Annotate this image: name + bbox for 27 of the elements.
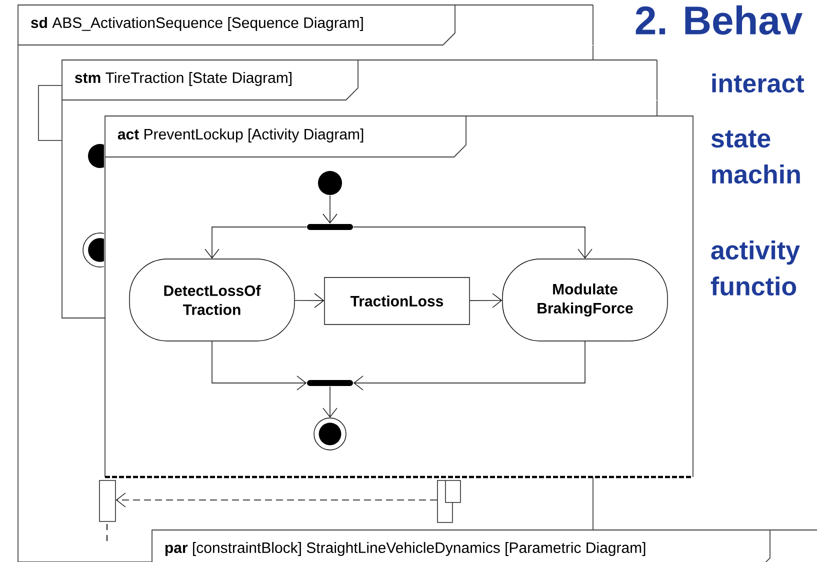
arrow <box>353 226 592 259</box>
arrow <box>322 386 338 418</box>
action-node: DetectLossOf Traction <box>129 258 295 342</box>
bullet-text: interact <box>712 73 804 93</box>
arrow <box>212 341 307 390</box>
arrow <box>353 341 586 390</box>
node-label: stm TireTraction [State Diagram] <box>74 72 292 86</box>
bullet-text: activity functio <box>710 240 800 296</box>
arrow <box>322 195 338 224</box>
diagram-frame: stm TireTraction [State Diagram] <box>62 60 658 100</box>
final-node <box>314 418 346 450</box>
arrow <box>470 293 502 308</box>
state-box <box>38 85 63 141</box>
initial-node <box>88 144 104 168</box>
heading: 2. Behav <box>636 5 802 35</box>
arrow <box>204 226 307 259</box>
fork-bar <box>307 224 353 230</box>
diagram-frame: par [constraintBlock] StraightLineVehicleDynamics [Parametric Diagram] <box>152 530 817 562</box>
activation-bar <box>445 480 461 503</box>
arrow <box>294 293 324 308</box>
initial-node <box>318 171 342 195</box>
object-node: TractionLoss <box>324 277 470 325</box>
message-arrow <box>116 492 438 508</box>
activation-bar <box>99 480 116 522</box>
bullet-text: state machin <box>711 130 800 184</box>
action-node: Modulate BrakingForce <box>502 258 668 342</box>
diagram-frame: sd ABS_ActivationSequence [Sequence Diagram] <box>18 4 594 46</box>
